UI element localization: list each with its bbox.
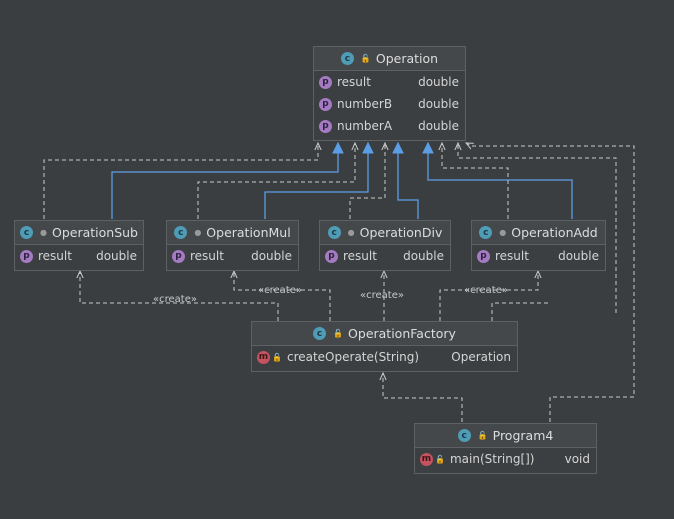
dep-edge-program-operation [466,143,635,422]
class-name: OperationAdd [511,225,598,240]
package-visibility-icon: ● [40,228,47,237]
field-name: result [190,249,224,263]
field-row[interactable]: p result double [320,245,450,267]
property-icon: p [477,249,490,263]
method-return-type: Operation [451,350,511,364]
class-name: Operation [375,51,439,66]
property-icon: p [325,249,338,263]
class-operation-div[interactable]: c ● OperationDiv p result double [319,220,451,271]
class-name: OperationMul [206,225,291,240]
class-header[interactable]: c ● OperationSub [15,221,143,245]
field-name: result [337,75,371,89]
method-icon: m [420,452,433,466]
class-icon: c [479,226,493,239]
class-icon: c [327,226,341,239]
method-return-type: void [564,452,590,466]
public-visibility-icon: 🔓 [477,431,488,440]
field-type: double [403,249,444,263]
field-row[interactable]: p result double [472,245,605,267]
field-name: numberB [337,97,393,111]
create-label-sub: «create» [153,294,197,305]
class-name: OperationSub [51,225,138,240]
class-name: OperationFactory [348,326,456,341]
dep-edge-factory-add [439,271,538,321]
package-visibility-icon: ● [499,228,507,237]
field-type: double [558,249,599,263]
property-icon: p [319,97,332,111]
field-row[interactable]: p numberA double [314,115,465,137]
field-row[interactable]: p result double [314,71,465,93]
class-header[interactable]: c 🔓 OperationFactory [252,322,517,346]
field-name: result [495,249,529,263]
class-operation-mul[interactable]: c ● OperationMul p result double [166,220,299,271]
inherit-edge-add [422,141,573,219]
class-header[interactable]: c ● OperationAdd [472,221,605,245]
package-visibility-icon: ● [194,228,202,237]
inherit-edge-mul [264,141,374,219]
class-icon: c [457,429,471,442]
field-type: double [251,249,292,263]
class-header[interactable]: c ● OperationMul [167,221,298,245]
class-operation[interactable]: c 🔓 Operation p result double p numberB … [313,46,466,141]
method-icon: m [257,350,270,364]
field-name: result [343,249,377,263]
field-row[interactable]: p result double [15,245,143,267]
class-icon: c [20,226,33,239]
dep-edge-factory-add-2 [491,302,550,321]
public-visibility-icon: 🔓 [272,352,282,362]
method-row[interactable]: m 🔓 main(String[]) void [415,448,596,470]
dep-edge-program-factory [383,373,463,422]
field-name: result [38,249,72,263]
method-row[interactable]: m 🔓 createOperate(String) Operation [252,346,517,368]
class-icon: c [340,52,354,65]
method-name: createOperate(String) [286,350,420,364]
field-type: double [96,249,137,263]
class-name: OperationDiv [359,225,443,240]
public-visibility-icon: 🔓 [435,454,445,464]
class-header[interactable]: c 🔓 Operation [314,47,465,71]
field-type: double [418,75,459,89]
property-icon: p [319,119,332,133]
dep-edge-sub-operation [43,143,318,219]
field-row[interactable]: p result double [167,245,298,267]
dep-edge-factory-sub [80,271,279,321]
class-header[interactable]: c ● OperationDiv [320,221,450,245]
class-icon: c [174,226,188,239]
dep-edge-div-operation [349,143,385,219]
class-operation-sub[interactable]: c ● OperationSub p result double [14,220,144,271]
inherit-edge-div [392,141,419,219]
property-icon: p [172,249,185,263]
dep-edge-mul-operation [197,143,355,219]
class-icon: c [313,327,327,340]
class-program4[interactable]: c 🔓 Program4 m 🔓 main(String[]) void [414,423,597,474]
dep-edge-factory-mul [234,271,331,321]
class-header[interactable]: c 🔓 Program4 [415,424,596,448]
field-name: numberA [337,119,393,133]
field-row[interactable]: p numberB double [314,93,465,115]
property-icon: p [319,75,332,89]
package-visibility-icon: ● [347,228,355,237]
public-visibility-icon: 🔓 [333,329,344,338]
field-type: double [418,119,459,133]
create-label-div: «create» [360,290,404,301]
create-label-mul: «create» [258,285,302,296]
inherit-edge-sub [111,141,344,219]
property-icon: p [20,249,33,263]
method-name: main(String[]) [449,452,535,466]
dep-edge-factory-operation [458,143,617,313]
field-type: double [418,97,459,111]
create-label-add: «create» [464,285,508,296]
class-name: Program4 [492,428,554,443]
class-operation-factory[interactable]: c 🔓 OperationFactory m 🔓 createOperate(S… [251,321,518,372]
dep-edge-add-operation [442,143,509,219]
public-visibility-icon: 🔓 [360,54,371,63]
class-operation-add[interactable]: c ● OperationAdd p result double [471,220,606,271]
